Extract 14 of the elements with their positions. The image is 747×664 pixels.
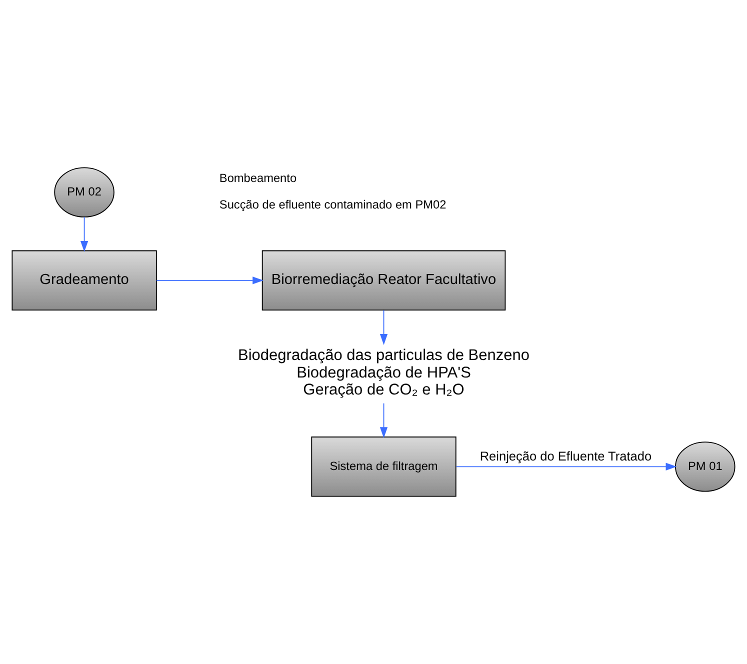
node-box: Biorremediação Reator Facultativo (262, 250, 506, 311)
node-label: Sucção de efluente contaminado em PM02 (219, 198, 446, 212)
node-text: Biodegradação das particulas de Benzeno Biodegradação de HPA'S Geração de CO₂ e H₂O (238, 346, 530, 399)
node-box: Gradeamento (12, 250, 157, 311)
node-ellipse: PM 01 (675, 442, 736, 492)
arrow (456, 462, 677, 471)
arrow (380, 310, 388, 345)
node-label: Bombeamento (219, 171, 297, 186)
arrow (80, 216, 88, 252)
edge-label: Reinjeção do Efluente Tratado (480, 448, 652, 464)
node-box: Sistema de filtragem (311, 436, 456, 497)
arrow (380, 402, 388, 438)
node-ellipse: PM 02 (54, 167, 114, 218)
arrow (156, 276, 264, 284)
